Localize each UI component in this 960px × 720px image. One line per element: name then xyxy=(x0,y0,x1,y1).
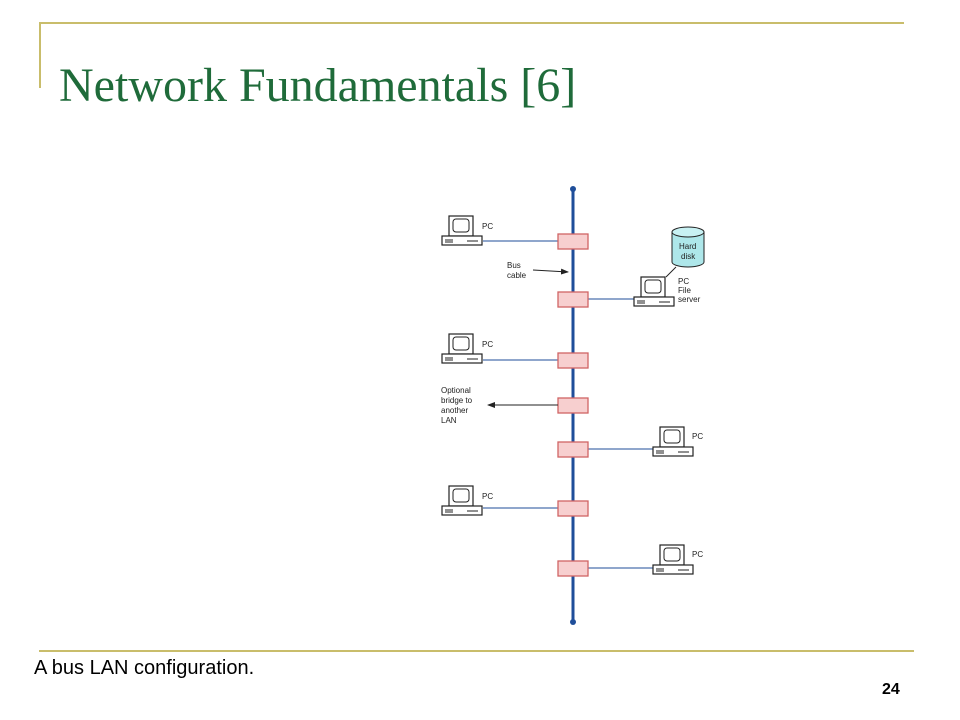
bus-tap xyxy=(557,560,589,577)
diagram-caption: A bus LAN configuration. xyxy=(34,657,255,679)
frame-bottom-rule xyxy=(39,650,914,652)
bridge-label-line-2: bridge to xyxy=(441,396,473,405)
pc-label: PC xyxy=(692,550,703,559)
pc-label: PC xyxy=(692,432,703,441)
file-server-label-line-2: File xyxy=(678,286,691,295)
pc-icon xyxy=(652,426,694,457)
bus-cable-label-line-1: Bus xyxy=(507,261,521,270)
pc-icon xyxy=(652,544,694,575)
pc-icon xyxy=(441,485,483,516)
bus-tap xyxy=(557,441,589,458)
bus-tap xyxy=(557,291,589,308)
bridge-label-line-3: another xyxy=(441,406,468,415)
pc-icon xyxy=(441,215,483,246)
file-server-icon xyxy=(633,276,675,307)
hard-disk-label-line-1: Hard xyxy=(679,242,696,251)
pc-icon xyxy=(441,333,483,364)
bridge-label-line-1: Optional xyxy=(441,386,471,395)
pc-label: PC xyxy=(482,492,493,501)
bus-tap xyxy=(557,233,589,250)
file-server-label-line-3: server xyxy=(678,295,701,304)
hard-disk-icon xyxy=(671,226,705,268)
disk-to-server-link xyxy=(665,266,677,278)
pc-label: PC xyxy=(482,340,493,349)
frame-top-rule xyxy=(39,22,904,24)
bridge-label-line-4: LAN xyxy=(441,416,457,425)
pc-label: PC xyxy=(482,222,493,231)
bus-tap xyxy=(557,352,589,369)
bus-cable-arrow xyxy=(532,268,569,275)
bus-terminator-top xyxy=(570,186,576,192)
frame-left-rule xyxy=(39,22,41,88)
bus-terminator-bottom xyxy=(570,619,576,625)
page-number: 24 xyxy=(882,681,900,698)
hard-disk-label-line-2: disk xyxy=(681,252,696,261)
slide-title: Network Fundamentals [6] xyxy=(59,59,577,112)
file-server-label-line-1: PC xyxy=(678,277,689,286)
bus-tap xyxy=(557,397,589,414)
bus-tap xyxy=(557,500,589,517)
bus-cable-label-line-2: cable xyxy=(507,271,527,280)
